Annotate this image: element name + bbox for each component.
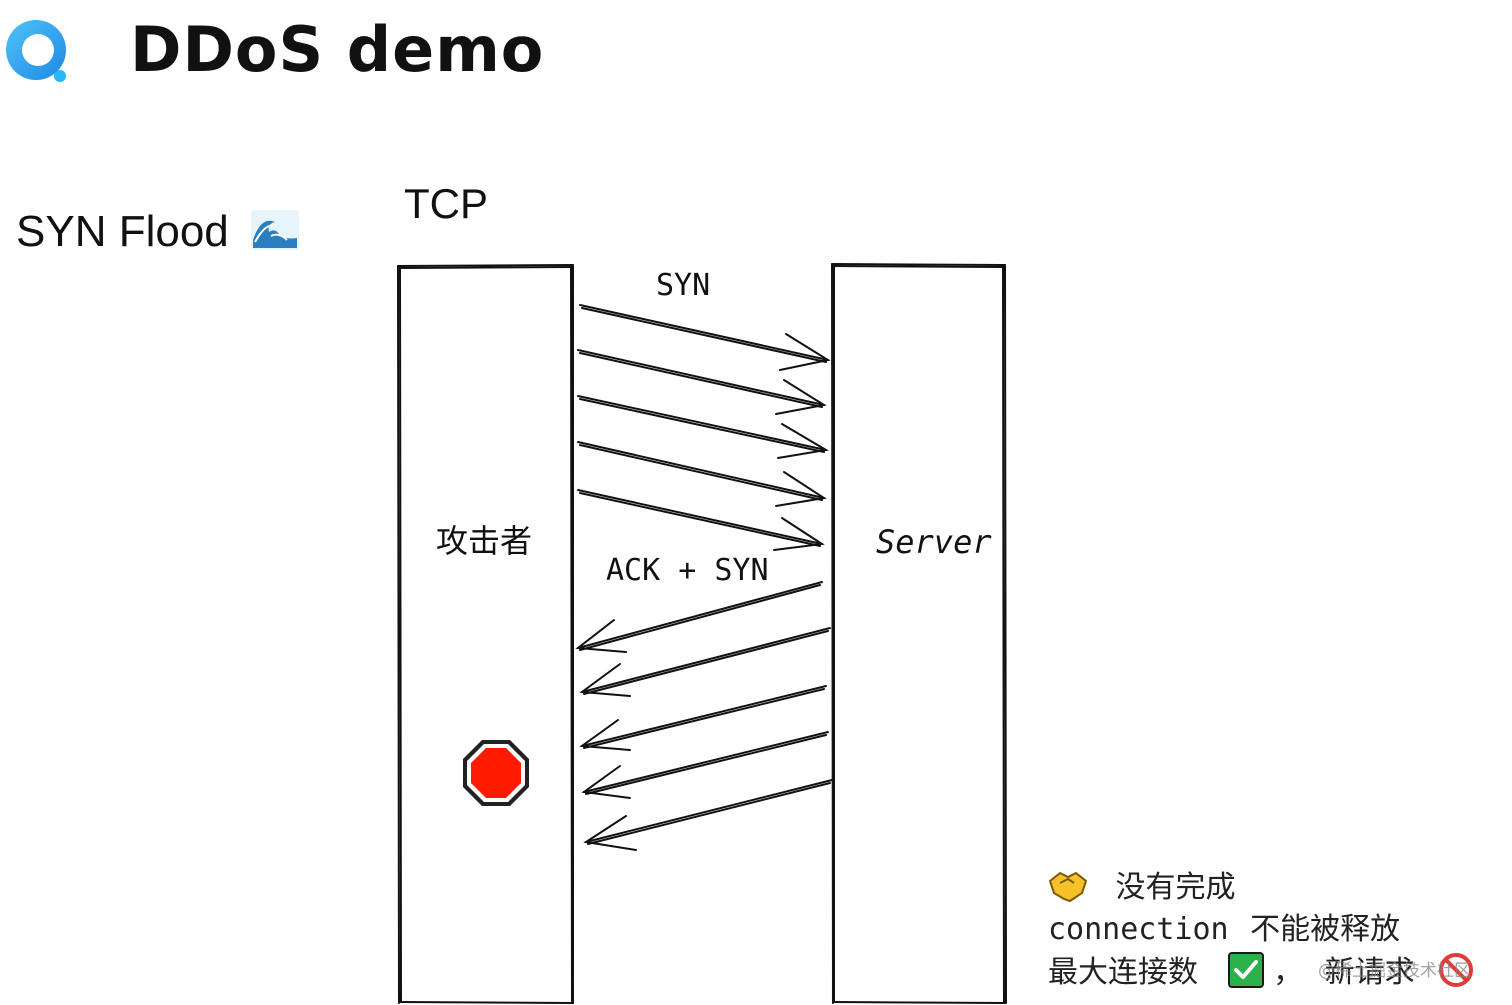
prohibited-icon bbox=[1439, 953, 1474, 987]
note-line-1: 没有完成 bbox=[1048, 868, 1236, 908]
attacker-box bbox=[397, 264, 574, 1004]
note-line-2-text: 不能被释放 bbox=[1250, 912, 1401, 947]
syn-arrow bbox=[577, 395, 829, 459]
syn-arrow bbox=[579, 304, 831, 371]
ack-syn-arrow bbox=[583, 779, 833, 851]
check-mark-button-icon bbox=[1227, 952, 1264, 988]
note-line-3-sep: ， bbox=[1273, 955, 1304, 990]
ack-syn-arrow bbox=[579, 685, 827, 751]
syn-arrow bbox=[577, 489, 825, 551]
note-line-3-text: 最大连接数 bbox=[1048, 955, 1198, 990]
protocol-label: TCP bbox=[404, 180, 488, 227]
note-line-3-text2: 新请求 bbox=[1324, 955, 1415, 990]
stop-sign-icon bbox=[463, 740, 529, 806]
watermark: @稀土掘金技术社区 bbox=[1318, 961, 1471, 981]
syn-arrow bbox=[577, 349, 827, 415]
server-label: Server bbox=[876, 523, 992, 561]
section-title-text: SYN Flood bbox=[16, 207, 229, 256]
attacker-label: 攻击者 bbox=[436, 522, 532, 560]
note-line-1-text: 没有完成 bbox=[1115, 870, 1236, 905]
note-line-2: connection 不能被释放 bbox=[1048, 910, 1400, 950]
ack-syn-arrow bbox=[581, 731, 829, 799]
syn-arrow bbox=[577, 441, 827, 507]
ack-syn-arrow bbox=[575, 581, 823, 653]
app-logo bbox=[6, 20, 66, 82]
ack-syn-label: ACK + SYN bbox=[606, 553, 769, 588]
server-box bbox=[831, 263, 1007, 1004]
handshake-icon bbox=[1048, 871, 1088, 903]
ack-syn-arrow bbox=[579, 627, 831, 697]
note-line-2-prefix: connection bbox=[1048, 912, 1229, 947]
page-title: DDoS demo bbox=[130, 13, 545, 86]
syn-label: SYN bbox=[656, 268, 710, 303]
section-title: SYN Flood bbox=[16, 204, 299, 260]
note-line-3: 最大连接数 ， 新请求 bbox=[1048, 952, 1474, 993]
water-wave-icon bbox=[251, 210, 299, 250]
